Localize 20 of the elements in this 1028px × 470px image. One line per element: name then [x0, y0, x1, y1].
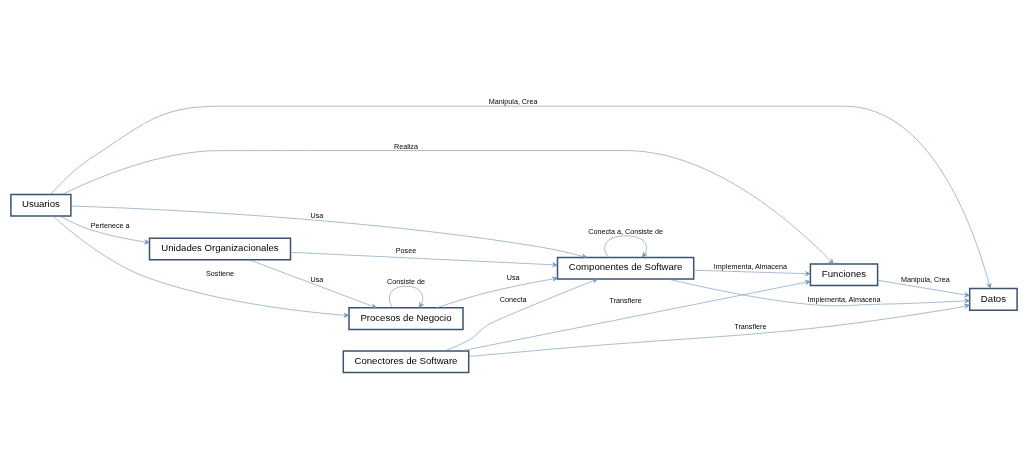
node-box: Componentes de Software — [556, 256, 695, 280]
arrow — [667, 278, 970, 306]
arrow — [249, 259, 377, 308]
arrow — [468, 303, 970, 357]
arrow — [290, 251, 558, 267]
arrow — [460, 279, 811, 351]
arrow — [436, 276, 558, 308]
arrow — [693, 269, 811, 276]
node-box: Procesos de Negocio — [348, 306, 464, 330]
node-box: Funciones — [809, 262, 879, 286]
node-box: Datos — [968, 287, 1018, 311]
arrow — [389, 285, 424, 308]
arrow — [443, 278, 598, 351]
arrow — [604, 235, 648, 258]
node-box: Unidades Organizacionales — [148, 236, 292, 261]
arrow — [52, 215, 350, 318]
node-box: Conectores de Software — [342, 349, 470, 373]
arrow — [877, 279, 970, 297]
node-box: Usuarios — [10, 193, 72, 217]
arrow — [59, 215, 150, 244]
